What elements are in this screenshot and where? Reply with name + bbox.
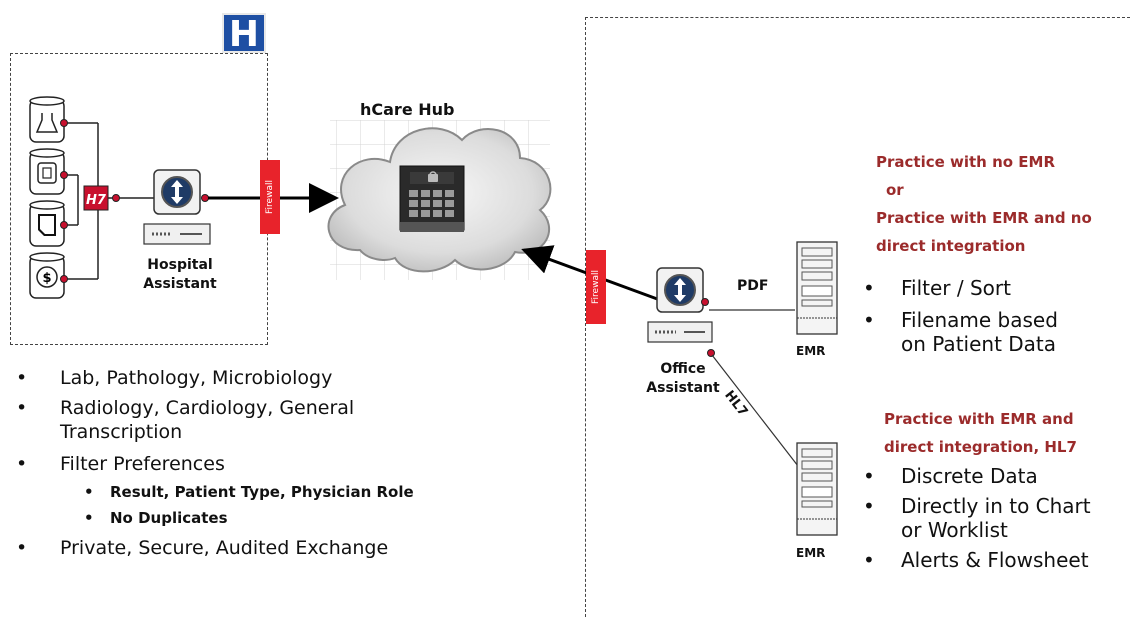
svg-text:H7: H7 xyxy=(86,193,107,208)
list-item: •Private, Secure, Audited Exchange xyxy=(16,537,389,559)
list-item: •Directly in to Chart xyxy=(863,494,1091,518)
database-icons: $ xyxy=(29,96,65,299)
list-item: •Filter Preferences xyxy=(16,453,225,475)
list-item: •Radiology, Cardiology, General xyxy=(16,397,355,419)
hub-title: hCare Hub xyxy=(360,100,455,119)
emr-label: EMR xyxy=(796,344,826,358)
firewall-office: Firewall xyxy=(586,250,606,324)
hospital-computer-icon xyxy=(143,169,211,245)
document-database-icon xyxy=(29,200,65,247)
hospital-features-list: •Lab, Pathology, Microbiology •Radiology… xyxy=(10,366,490,560)
firewall-hospital: Firewall xyxy=(260,160,280,234)
hl7-badge-icon: H7 xyxy=(83,185,109,211)
svg-text:$: $ xyxy=(42,271,51,286)
practice-list-no-integration: •Filter / Sort •Filename based on Patien… xyxy=(855,276,1058,356)
hospital-logo-icon: H xyxy=(222,13,266,55)
list-item-continued: on Patient Data xyxy=(901,332,1057,356)
radiology-database-icon xyxy=(29,148,65,195)
emr-server-icon-2 xyxy=(796,442,838,536)
practice-heading-no-integration: Practice with no EMR or Practice with EM… xyxy=(876,153,1092,255)
secure-server-icon xyxy=(399,165,465,232)
list-item-continued: Transcription xyxy=(60,421,183,443)
list-item: •Filename based xyxy=(863,308,1058,332)
lab-database-icon xyxy=(29,96,65,143)
list-item: •Discrete Data xyxy=(863,464,1038,488)
db-connector-dots xyxy=(60,119,68,283)
pdf-label: PDF xyxy=(737,278,769,294)
office-computer-icon xyxy=(647,267,713,343)
billing-database-icon: $ xyxy=(29,252,65,299)
practice-list-direct-integration: •Discrete Data •Directly in to Chart or … xyxy=(855,464,1091,572)
list-item-continued: or Worklist xyxy=(901,518,1008,542)
emr-server-icon xyxy=(796,241,838,335)
list-item: •Lab, Pathology, Microbiology xyxy=(16,367,333,389)
sub-list-item: •Result, Patient Type, Physician Role xyxy=(84,483,414,501)
emr-label-2: EMR xyxy=(796,546,826,560)
hl7-link xyxy=(711,354,799,467)
practice-heading-direct-integration: Practice with EMR and direct integration… xyxy=(884,410,1077,456)
office-boundary xyxy=(585,17,1130,617)
list-item: •Alerts & Flowsheet xyxy=(863,548,1089,572)
list-item: •Filter / Sort xyxy=(863,276,1011,300)
db-connectors xyxy=(64,122,99,280)
sub-list-item: •No Duplicates xyxy=(84,509,228,527)
